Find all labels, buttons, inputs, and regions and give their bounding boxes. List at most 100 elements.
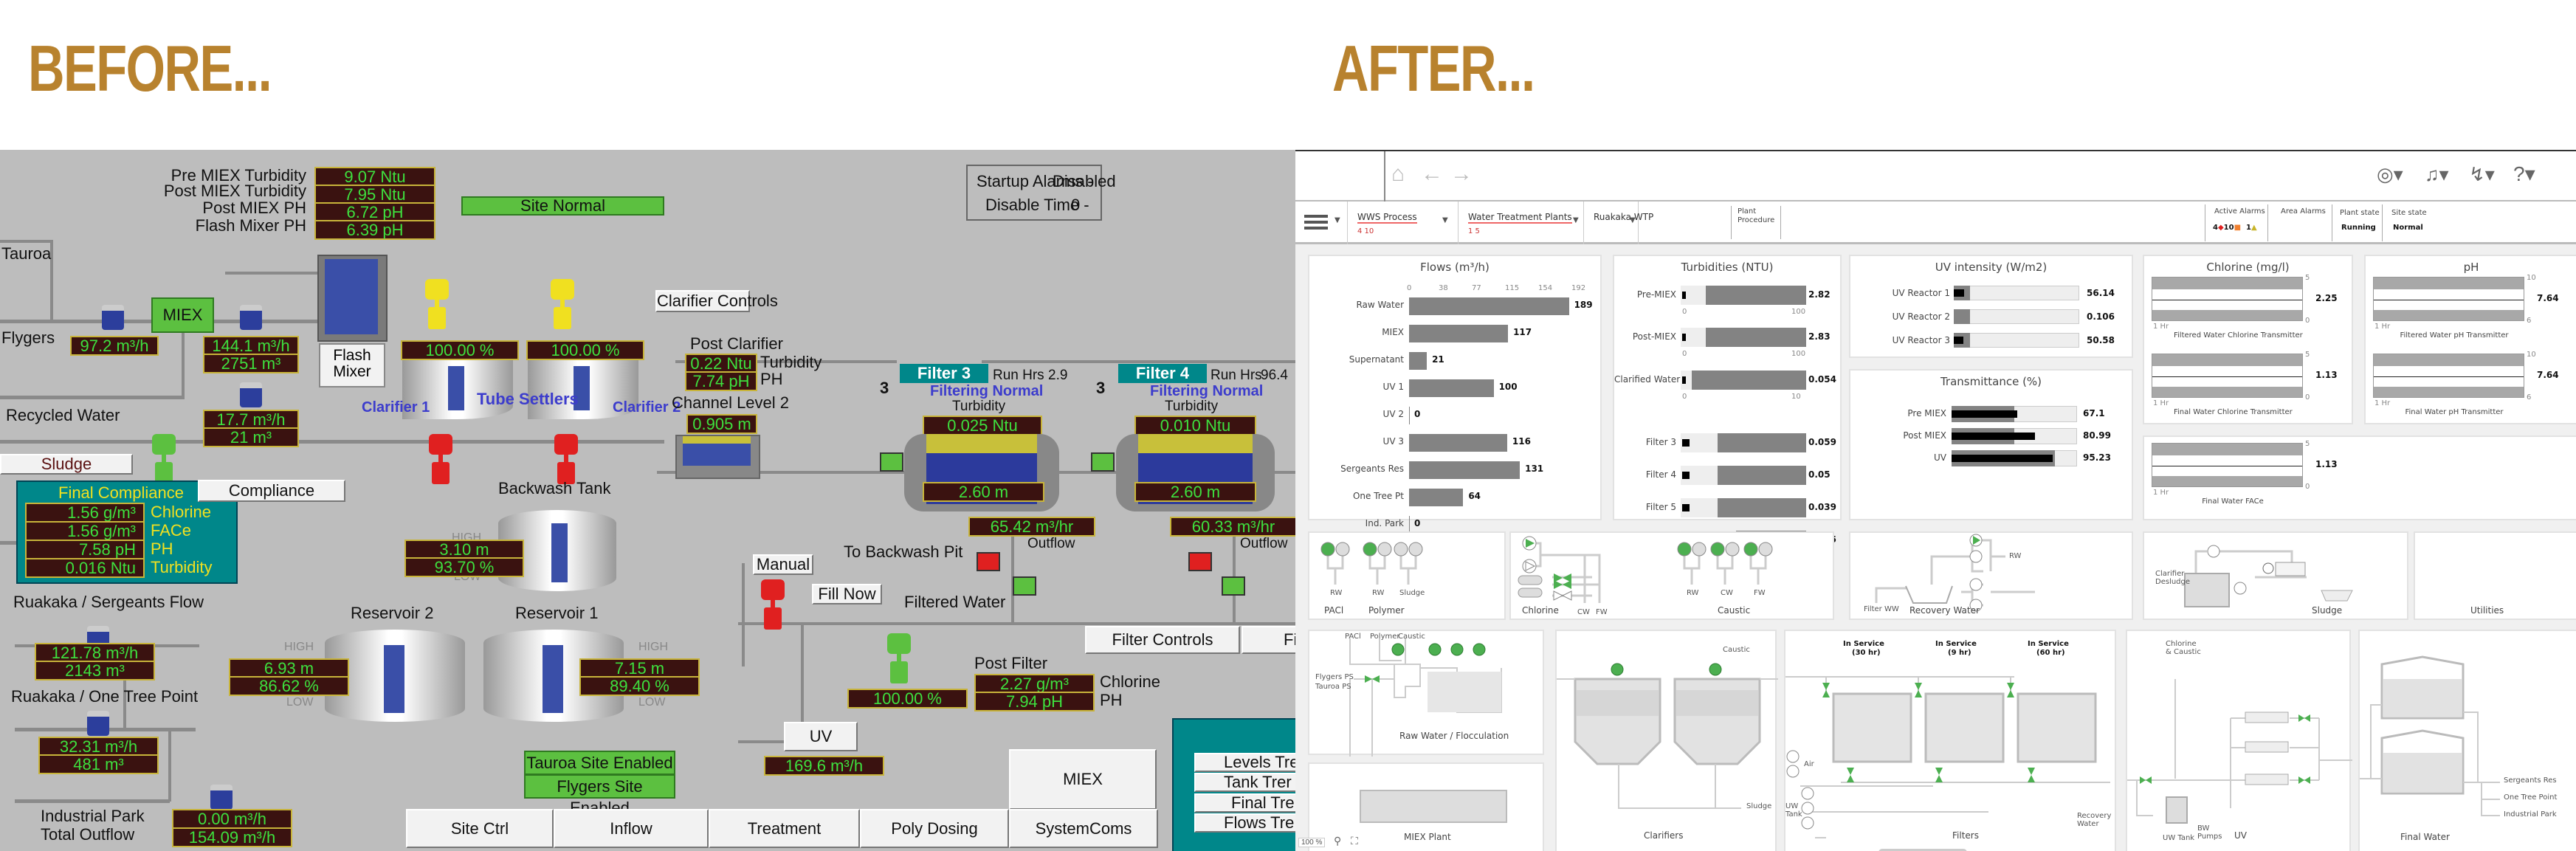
turbidity-marker — [1682, 376, 1686, 384]
flow-category-label: Supernatant — [1349, 354, 1404, 365]
post-filter-chlorine: 2.27 g/m³ — [974, 674, 1095, 694]
flow-value: 0 — [1414, 518, 1421, 528]
tube-settlers-label: Tube Settlers — [477, 390, 579, 408]
green-valve-icon[interactable] — [883, 633, 915, 685]
flow-category-label: UV 1 — [1382, 382, 1404, 392]
fit-screen-icon[interactable]: ⛶ — [1351, 835, 1358, 847]
filter3-count: 3 — [880, 379, 889, 397]
flows-trend-button[interactable]: Flows Tre — [1194, 813, 1295, 833]
filter4-count: 3 — [1096, 379, 1106, 397]
trend-chart[interactable] — [2152, 277, 2303, 321]
green-valve-icon[interactable] — [148, 434, 180, 486]
trend-chart[interactable] — [2152, 354, 2303, 398]
filter4-inlet-valve[interactable] — [1091, 452, 1115, 472]
help-icon[interactable]: ?▾ — [2513, 162, 2535, 185]
zoom-select[interactable]: 100 % — [1298, 838, 1326, 847]
final-trend-button[interactable]: Final Tre — [1194, 793, 1295, 813]
manual-button[interactable]: Manual — [753, 554, 813, 575]
filter4-header[interactable]: Filter 4 — [1118, 364, 1207, 383]
breadcrumb-ruakaka-wtp[interactable]: Ruakaka WTP ▼ — [1583, 201, 1653, 244]
flows-title: Flows (m³/h) — [1420, 261, 1490, 274]
flow-category-label: Ind. Park — [1365, 518, 1404, 528]
levels-trend-button[interactable]: Levels Tre — [1194, 753, 1295, 772]
bell-icon[interactable]: ♫▾ — [2425, 163, 2449, 185]
filter4-outflow-label: Outflow — [1240, 536, 1288, 551]
chevron-down-icon[interactable]: ▼ — [1442, 216, 1448, 224]
miex-plant-card[interactable]: MIEX Plant — [1308, 762, 1544, 851]
trend-chart[interactable] — [2152, 443, 2303, 487]
flash-mixer-label[interactable]: Flash Mixer — [319, 343, 385, 387]
breadcrumb-wws-process[interactable]: WWS Process 4 10 ▼ — [1347, 201, 1458, 244]
filter3-inlet-valve[interactable] — [880, 452, 903, 472]
flow-value: 116 — [1512, 436, 1531, 447]
transmittance-label: Pre MIEX — [1907, 408, 1946, 418]
nav-inflow[interactable]: Inflow — [554, 809, 709, 848]
home-icon[interactable]: ⌂ — [1391, 162, 1405, 186]
utilities-card[interactable]: Utilities — [2414, 531, 2576, 620]
flow-bar — [1409, 352, 1428, 370]
turbidity-range-bar — [1718, 433, 1806, 452]
nav-treatment[interactable]: Treatment — [709, 809, 860, 848]
red-valve-icon[interactable] — [757, 579, 789, 631]
filter4-turbidity-value: 0.010 Ntu — [1134, 416, 1256, 435]
turbidity-range-bar — [1692, 371, 1806, 390]
trends-panel: Levels Tre Tank Trer Final Tre Flows Tre — [1172, 718, 1295, 851]
fill-now-button[interactable]: Fill Now — [812, 584, 882, 604]
flygers-site-enabled: Flygers Site Enabled — [524, 774, 675, 817]
filter-controls-2-button[interactable]: Fi — [1241, 626, 1295, 654]
turbidity-value: 0.039 — [1808, 502, 1836, 512]
chevron-down-icon[interactable]: ▼ — [1573, 216, 1579, 224]
red-valve-icon[interactable] — [550, 434, 582, 486]
globe-icon[interactable]: ◎▾ — [2377, 163, 2403, 185]
horizontal-scrollbar[interactable] — [1878, 849, 1967, 851]
compliance-ph-value: 7.58 pH — [25, 540, 145, 559]
yellow-valve-icon[interactable] — [421, 279, 453, 331]
chevron-down-icon[interactable]: ▼ — [1335, 216, 1340, 224]
clarifier2-valve-value: 100.00 % — [526, 340, 644, 360]
area-alarms[interactable]: Area Alarms — [2268, 204, 2332, 241]
filter-controls-button[interactable]: Filter Controls — [1085, 626, 1240, 654]
channel-level-label: Channel Level 2 — [672, 393, 790, 412]
filter3-backwash-valve[interactable] — [977, 552, 1000, 571]
trend-label: Filtered Water Chlorine Transmitter — [2174, 331, 2303, 340]
red-valve-icon[interactable] — [424, 434, 457, 486]
forward-arrow-icon[interactable]: → — [1450, 162, 1473, 186]
miex-nav-button[interactable]: MIEX — [1009, 749, 1157, 810]
breadcrumb-water-treatment-plants[interactable]: Water Treatment Plants 1 5 ▼ — [1458, 201, 1583, 244]
plant-procedure-legend: Plant Procedure — [1731, 206, 1781, 239]
filter4-run-hrs-label: Run Hrs — [1210, 368, 1262, 383]
search-icon[interactable]: ⚲ — [1334, 835, 1342, 847]
filter3-turbidity-label: Turbidity — [952, 399, 1006, 414]
menu-icon[interactable] — [1304, 215, 1328, 218]
back-arrow-icon[interactable]: ← — [1421, 162, 1443, 186]
flow-bar — [1409, 489, 1464, 506]
backwash-level-value: 3.10 m — [404, 540, 524, 559]
clarifier-controls-button[interactable]: Clarifier Controls — [655, 290, 778, 312]
compliance-button[interactable]: Compliance — [198, 480, 345, 502]
tank-trend-button[interactable]: Tank Trer — [1194, 773, 1295, 792]
uv-button[interactable]: UV — [784, 722, 858, 751]
chevron-down-icon[interactable]: ▼ — [1630, 216, 1636, 224]
filter4-outlet-valve[interactable] — [1222, 576, 1245, 596]
nav-systemcoms[interactable]: SystemComs — [1009, 809, 1158, 848]
filter3-header[interactable]: Filter 3 — [900, 364, 988, 383]
industrial-park-label: Industrial Park — [41, 807, 145, 825]
pacl-polymer-dosing-card: RW RW Sludge PACl Polymer — [1308, 531, 1506, 620]
filter3-outlet-valve[interactable] — [1013, 576, 1036, 596]
nav-site-ctrl[interactable]: Site Ctrl — [406, 809, 554, 848]
nav-poly-dosing[interactable]: Poly Dosing — [860, 809, 1009, 848]
flow-meter-icon — [240, 382, 262, 407]
yellow-valve-icon[interactable] — [546, 279, 579, 331]
trend-chart[interactable] — [2373, 354, 2524, 398]
to-backwash-pit-label: To Backwash Pit — [844, 542, 963, 561]
trend-chart[interactable] — [2373, 277, 2524, 321]
post-clarifier-ph-label: PH — [760, 370, 783, 388]
flows-card: Flows (m³/h) 0 38 77 115 154 192 Raw Wat… — [1308, 255, 1602, 534]
flow-bar — [1409, 297, 1569, 315]
filter4-backwash-valve[interactable] — [1188, 552, 1212, 571]
site-state: Site state Normal — [2391, 209, 2427, 232]
sludge-button[interactable]: Sludge — [0, 454, 133, 475]
miex-unit[interactable]: MIEX — [151, 297, 214, 333]
trend-icon[interactable]: ↯▾ — [2469, 163, 2495, 185]
active-alarms-summary[interactable]: Active Alarms 4◆10■ 1▲ — [2205, 204, 2268, 241]
